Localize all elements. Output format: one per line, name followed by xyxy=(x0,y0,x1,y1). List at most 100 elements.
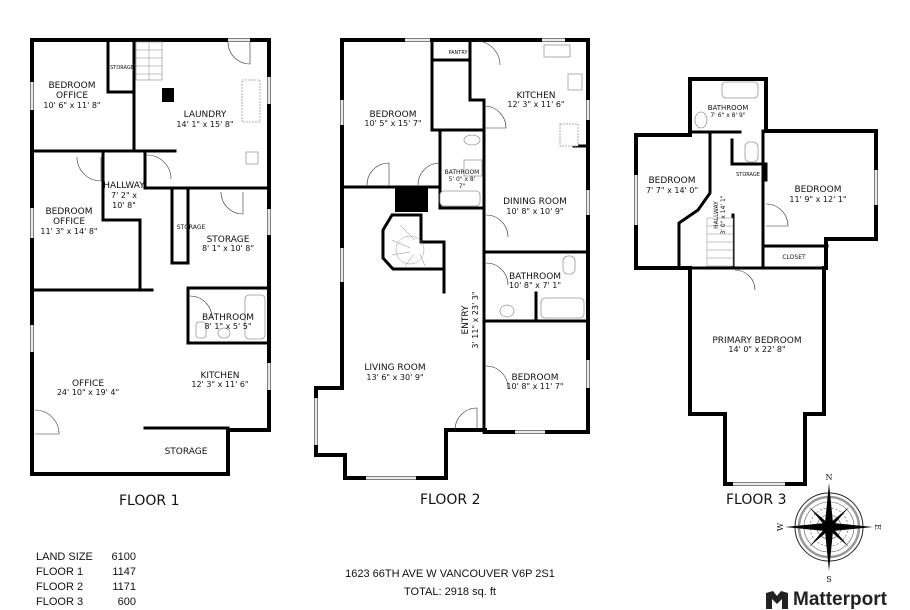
stat-label: LAND SIZE xyxy=(36,551,93,563)
room-label-f2-bathroom-small: BATHROOM 5' 0" x 8' 7" xyxy=(445,169,480,190)
svg-text:BATHROOM: BATHROOM xyxy=(708,104,749,112)
svg-text:BEDROOM: BEDROOM xyxy=(46,207,93,217)
svg-text:10' 8" x 7' 1": 10' 8" x 7' 1" xyxy=(509,281,561,290)
stat-label: FLOOR 3 xyxy=(36,596,84,608)
svg-text:S: S xyxy=(826,575,831,584)
svg-text:8' 1" x 10' 8": 8' 1" x 10' 8" xyxy=(202,244,254,253)
matterport-logo-icon xyxy=(766,591,788,609)
svg-text:10' 6" x 11' 8": 10' 6" x 11' 8" xyxy=(43,101,100,110)
svg-text:11' 9" x 12' 1": 11' 9" x 12' 1" xyxy=(789,195,846,204)
room-label-f1-bathroom: BATHROOM 8' 1" x 5' 5" xyxy=(202,313,254,331)
svg-text:10' 8": 10' 8" xyxy=(112,201,136,210)
svg-text:3' 0" x 14' 1": 3' 0" x 14' 1" xyxy=(720,195,727,234)
svg-text:W: W xyxy=(776,522,785,531)
svg-text:BEDROOM: BEDROOM xyxy=(49,81,96,91)
svg-text:OFFICE: OFFICE xyxy=(53,217,85,227)
room-label-f2-bedroom-2: BEDROOM 10' 8" x 11' 7" xyxy=(506,373,563,391)
stairs-icon xyxy=(135,41,163,81)
brand-name: Matterport xyxy=(793,589,887,610)
svg-text:ENTRY: ENTRY xyxy=(461,305,471,335)
svg-text:N: N xyxy=(826,473,833,482)
svg-text:BATHROOM: BATHROOM xyxy=(509,272,561,282)
room-label-f3-bedroom-right: BEDROOM 11' 9" x 12' 1" xyxy=(789,185,846,204)
svg-text:11' 3" x 14' 8": 11' 3" x 14' 8" xyxy=(40,227,97,236)
room-label-f1-hallway: HALLWAY 7' 2" x 10' 8" xyxy=(103,181,145,210)
svg-text:DINING ROOM: DINING ROOM xyxy=(503,197,567,207)
svg-text:7": 7" xyxy=(459,183,466,190)
stat-label: FLOOR 1 xyxy=(36,566,84,578)
room-label-f3-closet: CLOSET xyxy=(782,254,806,261)
room-label-f3-hallway: HALLWAY 3' 0" x 14' 1" xyxy=(713,195,727,234)
svg-text:KITCHEN: KITCHEN xyxy=(201,371,240,381)
room-label-f3-bathroom: BATHROOM 7' 6" x 8' 9" xyxy=(708,104,749,119)
stat-label: FLOOR 2 xyxy=(36,581,84,593)
svg-text:10' 5" x 15' 7": 10' 5" x 15' 7" xyxy=(364,119,421,128)
room-label-f2-pantry: PANTRY xyxy=(448,50,468,56)
svg-text:7' 7" x 14' 0": 7' 7" x 14' 0" xyxy=(646,186,698,195)
stat-value: 6100 xyxy=(111,551,136,563)
svg-text:13' 6" x 30' 9": 13' 6" x 30' 9" xyxy=(366,373,423,382)
svg-text:10' 8" x 11' 7": 10' 8" x 11' 7" xyxy=(506,382,563,391)
svg-text:12' 3" x 11' 6": 12' 3" x 11' 6" xyxy=(191,380,248,389)
room-label-f1-storage-bottom: STORAGE xyxy=(165,447,208,457)
svg-text:LIVING ROOM: LIVING ROOM xyxy=(364,363,425,373)
room-label-f2-bedroom-1: BEDROOM 10' 5" x 15' 7" xyxy=(364,110,421,128)
room-label-f1-storage-small: STORAGE xyxy=(110,65,134,71)
svg-text:HALLWAY: HALLWAY xyxy=(713,201,720,229)
matterport-brand: Matterport xyxy=(766,590,887,610)
room-label-f3-storage: STORAGE xyxy=(736,172,760,178)
property-address: 1623 66TH AVE W VANCOUVER V6P 2S1 xyxy=(345,568,555,580)
room-label-f1-kitchen: KITCHEN 12' 3" x 11' 6" xyxy=(191,371,248,389)
stat-value: 600 xyxy=(117,596,136,608)
room-label-f2-kitchen: KITCHEN 12' 3" x 11' 6" xyxy=(507,91,564,109)
svg-text:E: E xyxy=(873,524,882,530)
svg-text:14' 0" x 22' 8": 14' 0" x 22' 8" xyxy=(728,345,785,354)
room-label-f2-dining-room: DINING ROOM 10' 8" x 10' 9" xyxy=(503,197,567,216)
svg-text:BEDROOM: BEDROOM xyxy=(649,176,696,186)
svg-text:24' 10" x 19' 4": 24' 10" x 19' 4" xyxy=(57,388,119,397)
svg-text:7' 2" x: 7' 2" x xyxy=(111,191,137,200)
floor-3-plan: BATHROOM 7' 6" x 8' 9" BEDROOM 7' 7" x 1… xyxy=(634,77,878,486)
room-label-f1-bedroom-office-2: BEDROOM OFFICE 11' 3" x 14' 8" xyxy=(40,207,97,236)
room-label-f3-bedroom-left: BEDROOM 7' 7" x 14' 0" xyxy=(646,176,698,195)
compass-rose-icon: N S E W xyxy=(776,473,882,584)
svg-text:HALLWAY: HALLWAY xyxy=(103,181,145,191)
svg-text:BEDROOM: BEDROOM xyxy=(795,185,842,195)
floor-3-title: FLOOR 3 xyxy=(726,492,787,508)
stat-value: 1147 xyxy=(112,566,136,578)
svg-text:7' 6" x 8' 9": 7' 6" x 8' 9" xyxy=(710,112,746,119)
svg-text:5' 0" x 8': 5' 0" x 8' xyxy=(449,176,476,183)
room-label-f1-office: OFFICE 24' 10" x 19' 4" xyxy=(57,379,119,397)
svg-text:LAUNDRY: LAUNDRY xyxy=(184,110,227,120)
stat-value: 1171 xyxy=(112,581,136,593)
svg-text:12' 3" x 11' 6": 12' 3" x 11' 6" xyxy=(507,100,564,109)
svg-text:OFFICE: OFFICE xyxy=(72,379,104,389)
floor-2-plan: BEDROOM 10' 5" x 15' 7" PANTRY KITCHEN 1… xyxy=(314,38,590,480)
room-label-f1-storage: STORAGE 8' 1" x 10' 8" xyxy=(202,235,254,253)
floor-2-title: FLOOR 2 xyxy=(420,492,481,508)
stairs-icon xyxy=(706,217,734,267)
svg-text:OFFICE: OFFICE xyxy=(56,91,88,101)
svg-text:10' 8" x 10' 9": 10' 8" x 10' 9" xyxy=(506,207,563,216)
room-label-f1-laundry: LAUNDRY 14' 1" x 15' 8" xyxy=(176,110,233,129)
svg-text:14' 1" x 15' 8": 14' 1" x 15' 8" xyxy=(176,120,233,129)
svg-text:8' 1" x 5' 5": 8' 1" x 5' 5" xyxy=(204,322,251,331)
stat-row: FLOOR 1 1147 xyxy=(36,565,136,580)
svg-text:KITCHEN: KITCHEN xyxy=(517,91,556,101)
room-label-f2-living-room: LIVING ROOM 13' 6" x 30' 9" xyxy=(364,363,425,382)
floor-1-plan: BEDROOM OFFICE 10' 6" x 11' 8" LAUNDRY 1… xyxy=(30,38,271,476)
svg-text:PRIMARY BEDROOM: PRIMARY BEDROOM xyxy=(712,336,801,346)
room-label-f2-bathroom: BATHROOM 10' 8" x 7' 1" xyxy=(509,272,561,290)
area-stats-table: LAND SIZE 6100 FLOOR 1 1147 FLOOR 2 1171 FL… xyxy=(36,550,136,610)
stat-row: LAND SIZE 6100 xyxy=(36,550,136,565)
svg-text:BATHROOM: BATHROOM xyxy=(445,169,480,176)
stat-row: FLOOR 2 1171 xyxy=(36,580,136,595)
svg-text:3' 11" x 23' 3": 3' 11" x 23' 3" xyxy=(471,291,480,348)
svg-text:BEDROOM: BEDROOM xyxy=(512,373,559,383)
stat-row: FLOOR 3 600 xyxy=(36,595,136,610)
total-area: TOTAL: 2918 sq. ft xyxy=(404,586,496,598)
room-label-f2-entry: ENTRY 3' 11" x 23' 3" xyxy=(461,291,480,348)
spiral-stairs-icon xyxy=(381,213,446,271)
room-label-f1-storage-narrow: STORAGE xyxy=(177,224,206,231)
